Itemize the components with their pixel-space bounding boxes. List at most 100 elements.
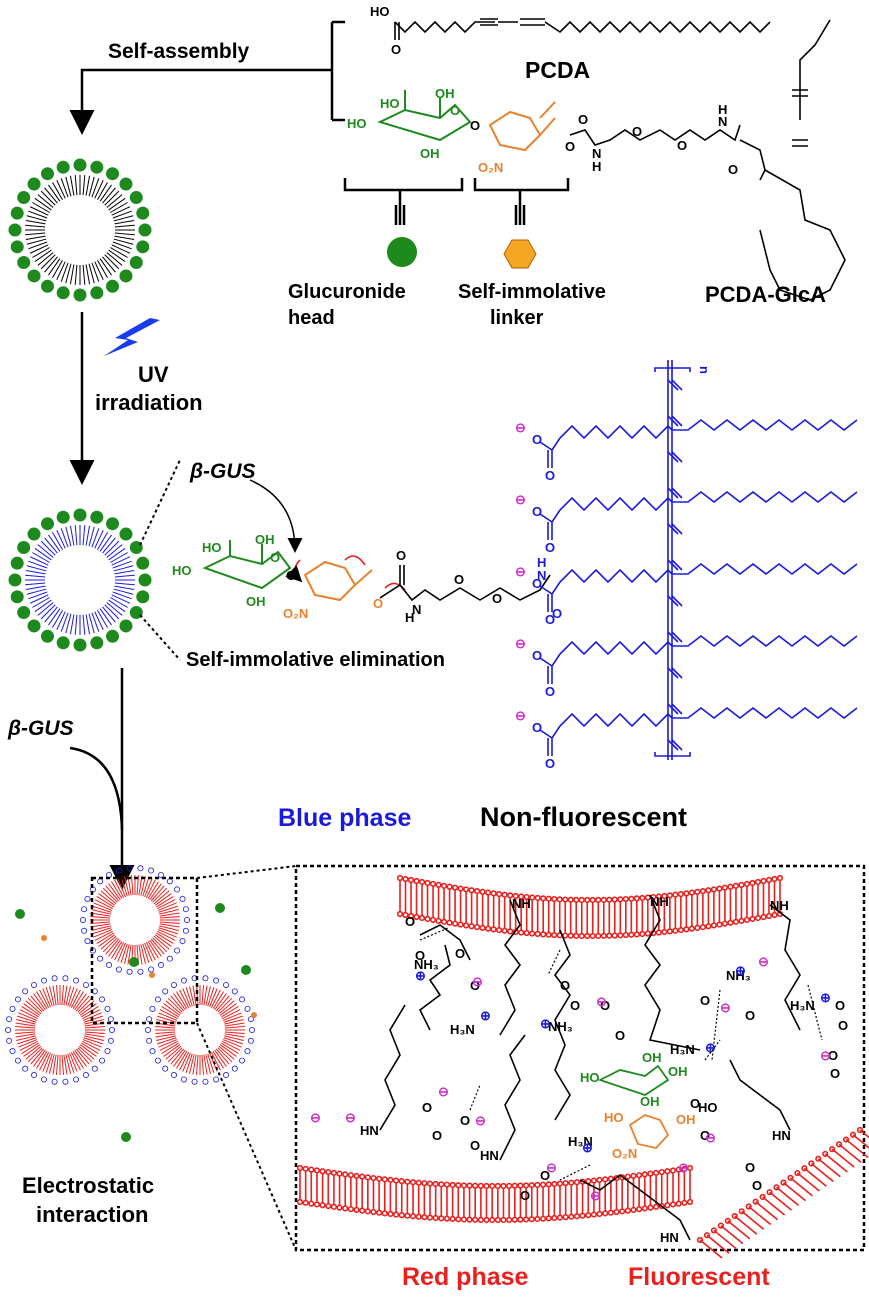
svg-text:O: O <box>830 1066 840 1081</box>
self-assembly-label: Self-assembly <box>108 40 250 63</box>
svg-text:O: O <box>415 948 425 963</box>
svg-text:O: O <box>700 993 710 1008</box>
zoom-nh-1: NH <box>512 896 531 911</box>
zoom-nh-2: NH <box>650 894 669 909</box>
amide-h-atom: H <box>718 102 727 117</box>
linker-n-atom: N <box>592 146 601 161</box>
zoom-hn-2: HN <box>480 1148 499 1163</box>
zoom-h3n-4: H₃N <box>568 1134 593 1149</box>
svg-text:O: O <box>700 1128 710 1143</box>
svg-text:⊕: ⊕ <box>415 968 426 983</box>
svg-text:⊖: ⊖ <box>515 636 526 651</box>
glucuronide-ring <box>377 90 472 142</box>
glca-linker-brackets <box>343 178 570 225</box>
elimination-chain <box>379 565 551 602</box>
zoom-hn-4: HN <box>660 1230 679 1245</box>
linker-hexagon-icon <box>503 239 537 269</box>
hbond-dashes <box>419 927 823 1181</box>
svg-text:O: O <box>828 1048 838 1063</box>
linker-label-1: Self-immolative <box>458 281 606 303</box>
elim-oh2-atom: OH <box>246 594 266 609</box>
zoom-lines-bottom <box>196 865 297 1251</box>
svg-text:⊖: ⊖ <box>820 1048 831 1063</box>
self-assembly-bracket <box>69 20 345 135</box>
blue-phase-label: Blue phase <box>278 804 411 832</box>
electrostatic-label-1: Electrostatic <box>22 1173 154 1198</box>
linker-h-atom: H <box>592 159 601 174</box>
released-glca-oh2: OH <box>668 1064 688 1079</box>
pcda-molecule <box>394 18 771 40</box>
linker-o-atom: O <box>470 118 480 133</box>
svg-text:⊖: ⊖ <box>475 1113 486 1128</box>
zoom-h3n-3: H₃N <box>790 998 815 1013</box>
self-immolative-elimination-label: Self-immolative elimination <box>186 649 445 671</box>
svg-text:⊖: ⊖ <box>310 1110 321 1125</box>
uv-label-2: irradiation <box>95 390 203 415</box>
uv-label-1: UV <box>138 362 169 387</box>
svg-text:O: O <box>470 1138 480 1153</box>
svg-text:O: O <box>405 914 415 929</box>
zoom-nh3-3: NH₃ <box>726 968 751 983</box>
beta-gus-curved-arrow <box>249 479 303 553</box>
beta-gus-down-arrow <box>69 668 135 890</box>
pcda-ho-atom: HO <box>370 4 390 19</box>
svg-text:O: O <box>600 998 610 1013</box>
zoom-box-large <box>294 864 866 1252</box>
vesicle-blue-phase <box>8 508 152 652</box>
svg-text:⊖: ⊖ <box>515 420 526 435</box>
elim-o3-atom: O <box>396 548 406 563</box>
glucuronide-dot-icon <box>387 237 417 267</box>
elim-amide-n-atom: N <box>537 568 546 583</box>
svg-text:O: O <box>532 720 542 735</box>
svg-text:O: O <box>470 978 480 993</box>
released-dots <box>15 903 257 1142</box>
linker-o2-atom: O <box>565 139 575 154</box>
svg-text:⊖: ⊖ <box>515 564 526 579</box>
released-glca-small <box>597 1064 670 1096</box>
glca-ho-atom: HO <box>347 116 367 131</box>
svg-text:O: O <box>545 468 555 483</box>
beta-gus-left-label: β-GUS <box>7 717 74 740</box>
released-linker-small <box>628 1114 670 1149</box>
svg-text:⊖: ⊖ <box>515 708 526 723</box>
svg-text:⊕: ⊕ <box>582 1140 593 1155</box>
svg-text:O: O <box>460 1113 470 1128</box>
fluorescent-label: Fluorescent <box>628 1263 770 1291</box>
linker-ring <box>488 101 556 152</box>
electrostatic-label-2: interaction <box>36 1202 148 1227</box>
glca-oh-atom: OH <box>435 86 455 101</box>
peg-ammonium-chains <box>379 894 801 1241</box>
red-phase-label: Red phase <box>402 1263 529 1291</box>
svg-text:⊖: ⊖ <box>472 974 483 989</box>
svg-text:⊕: ⊕ <box>735 963 746 978</box>
glca-o-atom: O <box>450 103 460 118</box>
svg-text:O: O <box>560 978 570 993</box>
elim-o-atom: O <box>270 550 280 565</box>
svg-text:⊖: ⊖ <box>515 492 526 507</box>
svg-text:O: O <box>745 1160 755 1175</box>
svg-text:O: O <box>532 432 542 447</box>
linker-o3-atom: O <box>578 112 588 127</box>
linker-no2-atom: O₂N <box>478 160 503 175</box>
svg-text:O: O <box>615 1028 625 1043</box>
zoom-nh-3: NH <box>770 898 789 913</box>
elim-no2-atom: O₂N <box>283 606 308 621</box>
zoom-hn-3: HN <box>772 1128 791 1143</box>
glucuronide-head-label-1: Glucuronide <box>288 281 406 303</box>
blue-phase-charges: OO⊖OO⊖OO⊖OO⊖OO⊖ <box>515 420 555 771</box>
svg-text:⊖: ⊖ <box>345 1110 356 1125</box>
released-glca-oh3: OH <box>640 1094 660 1109</box>
svg-text:⊕: ⊕ <box>540 1016 551 1031</box>
svg-text:⊖: ⊖ <box>720 1000 731 1015</box>
zoom-box-small <box>90 876 199 1025</box>
svg-text:O: O <box>520 1188 530 1203</box>
elim-oh-atom: OH <box>255 532 275 547</box>
svg-text:O: O <box>745 1008 755 1023</box>
svg-text:⊖: ⊖ <box>438 1084 449 1099</box>
zoom-hn-1: HN <box>360 1123 379 1138</box>
svg-text:O: O <box>545 756 555 771</box>
pcda-o-atom: O <box>391 42 401 57</box>
amide-n-atom: N <box>718 114 727 129</box>
svg-text:O: O <box>835 998 845 1013</box>
svg-text:O: O <box>455 946 465 961</box>
